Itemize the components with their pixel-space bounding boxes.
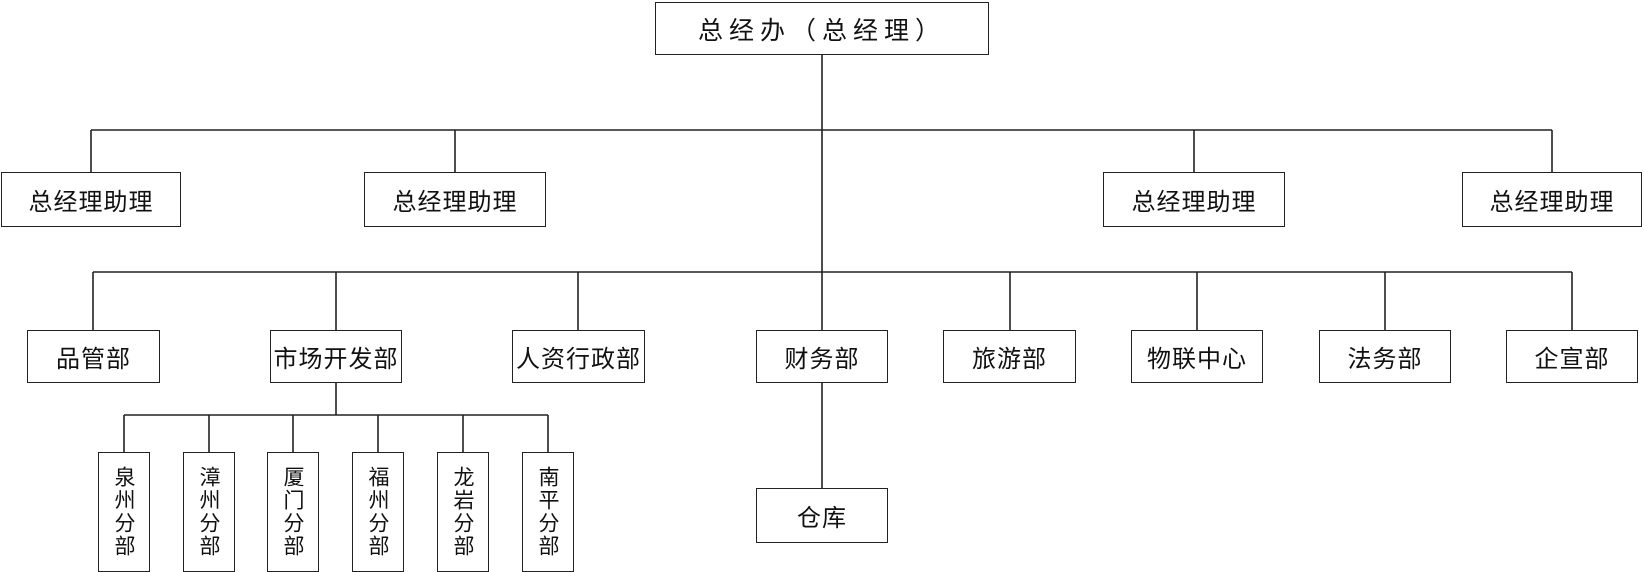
node-dept-market: 市场开发部 [270,330,402,383]
node-dept-legal: 法务部 [1319,330,1451,383]
node-dept-publicity: 企宣部 [1506,330,1638,383]
node-branch-nanping: 南平分部 [522,452,574,572]
node-assistant-4: 总经理助理 [1462,172,1642,227]
node-branch-longyan: 龙岩分部 [437,452,489,572]
node-assistant-2: 总经理助理 [364,172,546,227]
node-dept-finance: 财务部 [756,330,888,383]
node-dept-tourism: 旅游部 [943,330,1076,383]
node-assistant-1: 总经理助理 [1,172,181,227]
node-branch-xiamen: 厦门分部 [267,452,319,572]
node-dept-iot: 物联中心 [1131,330,1263,383]
node-branch-quanzhou: 泉州分部 [98,452,150,572]
node-warehouse: 仓库 [756,488,888,543]
node-general-manager-office: 总经办（总经理） [655,2,989,55]
node-dept-quality: 品管部 [27,330,160,383]
node-dept-hr-admin: 人资行政部 [512,330,645,383]
node-assistant-3: 总经理助理 [1103,172,1285,227]
node-branch-zhangzhou: 漳州分部 [183,452,235,572]
node-branch-fuzhou: 福州分部 [352,452,404,572]
